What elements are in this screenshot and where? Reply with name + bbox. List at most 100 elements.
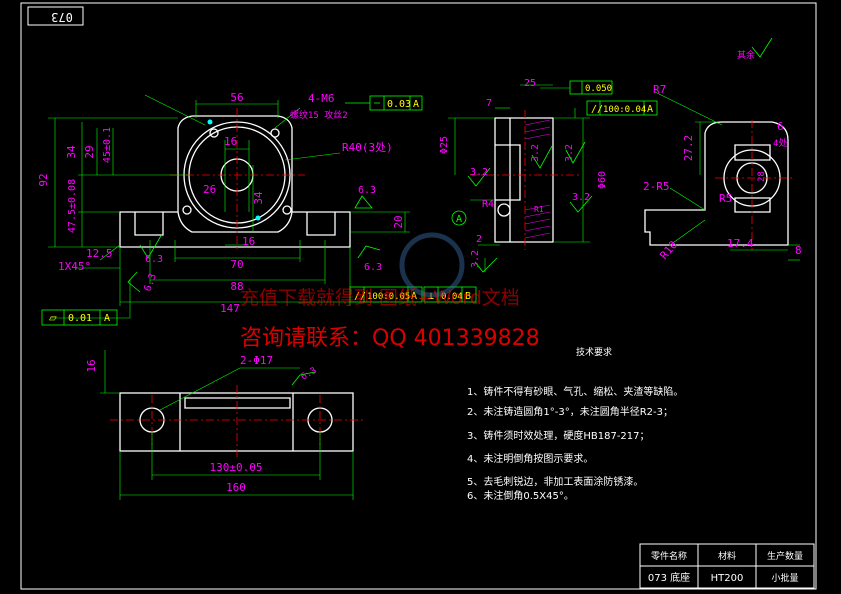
title-box xyxy=(27,6,84,26)
side-r10: R10 xyxy=(657,238,680,262)
rough-front-2: 6.3 xyxy=(358,185,376,196)
side-r7: R7 xyxy=(653,83,666,96)
top-dimension-lines xyxy=(100,350,354,500)
section-rough-5: 3.2 xyxy=(470,250,481,268)
rough-front-3: 6.3 xyxy=(364,262,382,273)
par-frame-value: 100:0.04 xyxy=(603,105,646,115)
section-rough-4: 3.2 xyxy=(572,192,590,203)
frame-bottom-symbol: ⏥ xyxy=(49,313,57,324)
side-d27: 27.2 xyxy=(682,135,695,162)
side-4x: 4处 xyxy=(773,137,787,149)
svg-text:34: 34 xyxy=(65,145,78,159)
note-item-2: 2、未注铸造圆角1°-3°，未注圆角半径R2-3； xyxy=(467,405,673,418)
top-d160: 160 xyxy=(226,481,246,494)
top-2phi17: 2-Φ17 xyxy=(240,354,273,367)
svg-text:20: 20 xyxy=(392,215,405,228)
front-center-lines xyxy=(170,108,305,250)
svg-text:16: 16 xyxy=(224,135,237,148)
sheet-border xyxy=(20,2,817,590)
other-rough-label: 其余 xyxy=(737,49,755,61)
svg-text:26: 26 xyxy=(203,183,216,196)
frame-top-value: 0.03 xyxy=(387,99,411,110)
section-center xyxy=(470,110,580,250)
watermark-line2: 咨询请联系：QQ 401339828 xyxy=(240,326,540,351)
top-d16: 16 xyxy=(85,359,98,372)
title-box-text: 073 xyxy=(51,10,73,24)
title-block-h3: 生产数量 xyxy=(767,550,803,562)
title-block-v1: 073 底座 xyxy=(648,571,690,584)
svg-text:29: 29 xyxy=(83,145,96,158)
svg-text:12.5: 12.5 xyxy=(86,247,113,260)
datum-a-circle xyxy=(451,210,467,226)
notes-list: 1、铸件不得有砂眼、气孔、缩松、夹渣等缺陷。 2、未注铸造圆角1°-3°，未注圆… xyxy=(467,385,683,502)
note-item-6: 6、未注倒角0.5X45°。 xyxy=(467,489,574,502)
section-phi25: Φ25 xyxy=(439,136,450,154)
other-rough-symbol xyxy=(751,37,773,58)
frame-flatness-bottom xyxy=(41,309,118,326)
frame-mid-perp-symbol: ⊥ xyxy=(428,291,434,302)
svg-text:R40(3处): R40(3处) xyxy=(342,141,393,154)
rough-front-1: 6.3 xyxy=(145,254,163,265)
side-2r5: 2-R5 xyxy=(643,180,670,193)
side-r5: R5 xyxy=(719,192,732,205)
top-center xyxy=(110,385,365,458)
svg-text:1X45°: 1X45° xyxy=(58,260,91,273)
note-item-1: 1、铸件不得有砂眼、气孔、缩松、夹渣等缺陷。 xyxy=(467,385,683,398)
svg-text:56: 56 xyxy=(230,91,243,104)
section-r4: R4 xyxy=(482,199,494,210)
title-block xyxy=(639,543,815,589)
watermark-line1: 充值下载就得到 图纸+Word文档 xyxy=(240,287,520,309)
note-item-4: 4、未注明倒角按图示要求。 xyxy=(467,452,593,465)
svg-text:92: 92 xyxy=(37,173,50,186)
section-view xyxy=(494,117,554,243)
section-tol-frames xyxy=(569,80,658,116)
top-rough-value: 6.3 xyxy=(300,366,319,383)
svg-text:34: 34 xyxy=(252,191,265,205)
side-d8: 8 xyxy=(795,244,802,257)
par-frame-symbol: // xyxy=(591,104,603,115)
frame-mid-perp-datum: B xyxy=(465,291,471,302)
svg-text:88: 88 xyxy=(230,280,243,293)
notes-heading: 技术要求 xyxy=(576,346,612,358)
svg-text:45±0.1: 45±0.1 xyxy=(102,127,113,163)
section-d25: 25 xyxy=(524,78,536,89)
frame-flatness-top xyxy=(345,95,423,111)
top-view xyxy=(119,392,354,452)
front-dimension-lines xyxy=(48,94,410,319)
front-dimension-text: 56 4-M6 螺纹15 攻丝2 R40(3处) 34 29 45±0.1 92… xyxy=(37,91,405,315)
svg-text:16: 16 xyxy=(242,235,255,248)
title-block-h2: 材料 xyxy=(718,550,736,562)
tol-frame-value: 0.050 xyxy=(585,84,612,94)
frame-bottom-value: 0.01 xyxy=(68,313,92,324)
datum-a-label: A xyxy=(456,214,462,225)
section-r1: R1 xyxy=(534,205,544,214)
section-rough-3: 3.2 xyxy=(470,167,488,178)
watermark-logo xyxy=(399,232,465,298)
frame-parallel-mid xyxy=(349,286,477,303)
frame-mid-par-value: 100:0.05 xyxy=(367,292,410,302)
section-rough-1: 3.2 xyxy=(530,144,541,162)
top-rough-symbol xyxy=(291,371,316,386)
front-marker-b xyxy=(255,215,261,221)
section-hatch xyxy=(524,119,551,239)
note-item-5: 5、去毛刺锐边，非加工表面涂防锈漆。 xyxy=(467,475,643,488)
side-d6: 6 xyxy=(777,120,784,133)
side-dimension-lines xyxy=(654,91,800,261)
title-block-h1: 零件名称 xyxy=(651,550,687,562)
title-block-v2: HT200 xyxy=(711,573,744,584)
frame-mid-perp-value: 0.04 xyxy=(441,292,463,302)
svg-text:螺纹15 攻丝2: 螺纹15 攻丝2 xyxy=(290,109,348,121)
section-phi60: Φ60 xyxy=(597,171,608,189)
front-marker-a xyxy=(207,119,213,125)
section-rough-2: 3.2 xyxy=(564,144,575,162)
title-block-v3: 小批量 xyxy=(771,572,798,584)
note-item-3: 3、铸件须时效处理，硬度HB187-217； xyxy=(467,429,650,442)
frame-mid-par-symbol: // xyxy=(354,291,366,302)
svg-text:70: 70 xyxy=(230,258,243,271)
frame-mid-par-datum: A xyxy=(411,291,417,302)
side-d28: 28 xyxy=(757,171,767,182)
side-center xyxy=(715,120,795,250)
section-roughness xyxy=(467,141,593,273)
